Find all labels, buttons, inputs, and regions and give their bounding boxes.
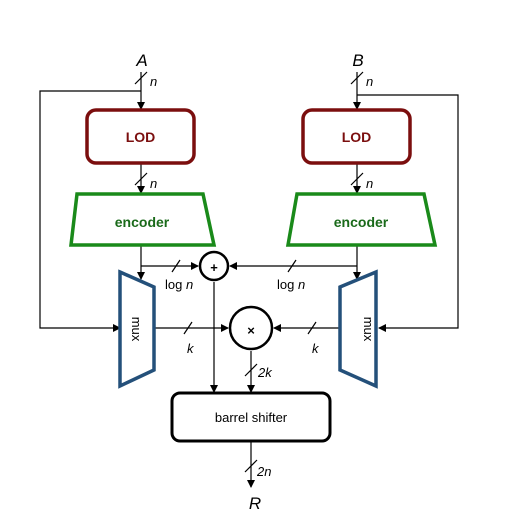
adder-symbol: + — [210, 260, 218, 275]
encoder-right-label: encoder — [334, 214, 389, 230]
lod-right-block: LOD — [301, 108, 412, 165]
encoder-left-block: encoder — [69, 192, 217, 247]
slash-shifter-out — [244, 459, 258, 473]
output-r-label: R — [249, 494, 261, 513]
adder-node: + — [198, 250, 230, 282]
slash-enc-left — [171, 259, 181, 273]
wire-a-branch — [39, 90, 141, 332]
bus-lod-right-label: n — [366, 176, 373, 191]
slash-mux-left — [183, 321, 193, 335]
bus-shifter-out-label: 2n — [256, 464, 271, 479]
slash-lod-right — [350, 172, 364, 186]
lod-left-label: LOD — [126, 129, 156, 145]
encoder-left-label: encoder — [115, 214, 170, 230]
multiplier-symbol: × — [247, 323, 255, 338]
bus-mux-left-label: k — [187, 341, 195, 356]
bus-enc-right-label: log n — [277, 277, 305, 292]
bus-a-in-label: n — [150, 74, 157, 89]
slash-lod-left — [134, 172, 148, 186]
mux-right-block: mux — [338, 269, 378, 389]
barrel-shifter-block: barrel shifter — [170, 391, 332, 443]
mux-left-label: mux — [129, 317, 144, 342]
slash-b-in — [350, 71, 364, 85]
mux-right-label: mux — [361, 317, 376, 342]
slash-mult-out — [244, 363, 258, 377]
bus-b-in-label: n — [366, 74, 373, 89]
slash-a-in — [134, 71, 148, 85]
bus-enc-left-label: log n — [165, 277, 193, 292]
input-b-label: B — [352, 51, 363, 70]
slash-mux-right — [307, 321, 317, 335]
lod-left-block: LOD — [85, 108, 196, 165]
bus-mux-right-label: k — [312, 341, 320, 356]
lod-right-label: LOD — [342, 129, 372, 145]
bus-mult-out-label: 2k — [257, 365, 273, 380]
bus-lod-left-label: n — [150, 176, 157, 191]
input-a-label: A — [135, 51, 147, 70]
encoder-right-block: encoder — [285, 192, 438, 247]
wire-b-branch — [357, 94, 459, 332]
barrel-shifter-label: barrel shifter — [215, 410, 288, 425]
multiplier-node: × — [228, 305, 274, 351]
mux-left-block: mux — [118, 269, 156, 389]
slash-enc-right — [287, 259, 297, 273]
